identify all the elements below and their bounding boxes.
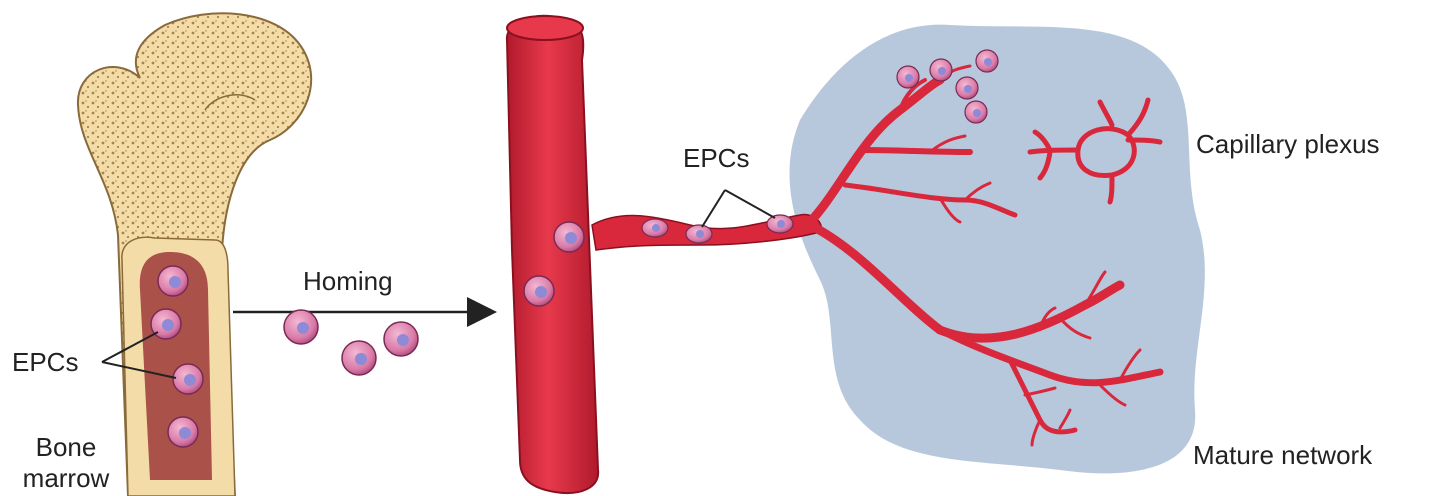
cell-icon: [956, 77, 978, 99]
cell-icon: [342, 341, 376, 375]
cell-icon: [930, 59, 952, 81]
cell-icon: [642, 219, 668, 237]
cell-icon: [384, 322, 418, 356]
cell-icon: [284, 310, 318, 344]
bone-marrow-label: Bone marrow: [18, 432, 114, 494]
cell-icon: [976, 50, 998, 72]
cell-icon: [524, 276, 554, 306]
cell-icon: [173, 364, 203, 394]
homing-label: Homing: [303, 268, 393, 294]
circulating-epc-cells: [284, 310, 418, 375]
cell-icon: [158, 266, 188, 296]
cell-icon: [767, 215, 793, 233]
cell-icon: [151, 309, 181, 339]
cell-icon: [897, 66, 919, 88]
mature-network-label: Mature network: [1193, 442, 1372, 468]
blood-vessel-icon: [507, 16, 598, 493]
epcs-marrow-label: EPCs: [12, 349, 78, 375]
epcs-vessel-pointers: [702, 190, 775, 227]
capillary-plexus-label: Capillary plexus: [1196, 131, 1380, 157]
cell-icon: [965, 101, 987, 123]
epcs-vessel-label: EPCs: [683, 145, 749, 171]
cell-icon: [686, 225, 712, 243]
cell-icon: [168, 417, 198, 447]
cell-icon: [554, 222, 584, 252]
